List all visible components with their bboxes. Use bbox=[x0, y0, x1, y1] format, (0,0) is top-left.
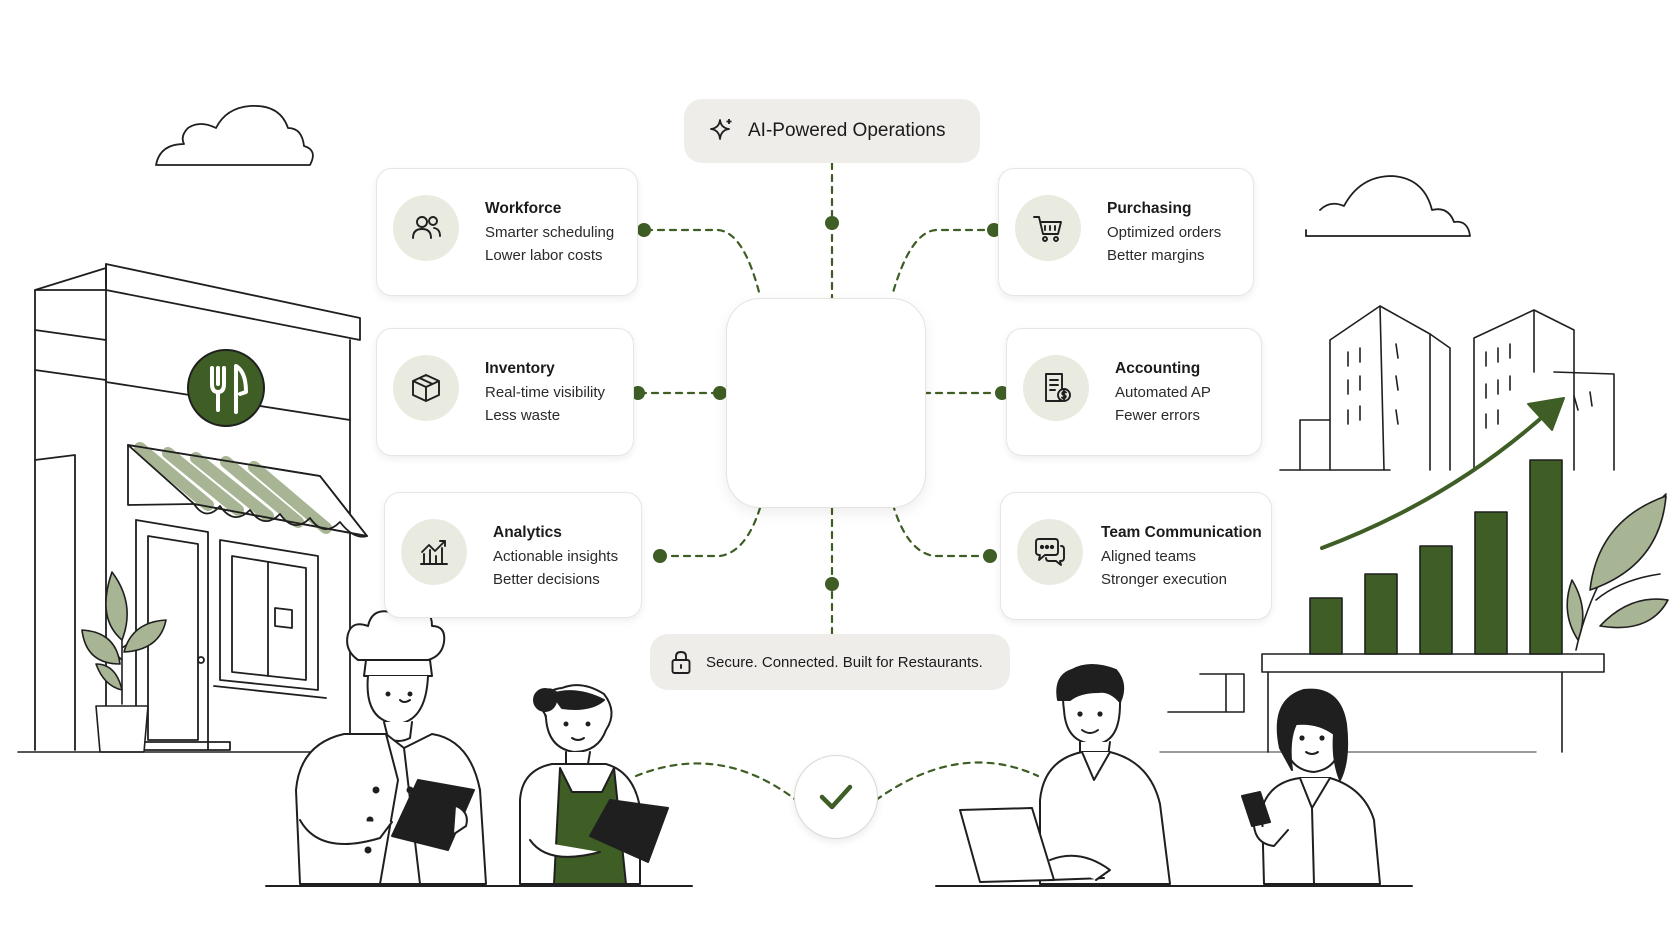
people-icon bbox=[393, 195, 459, 261]
card-line: Lower labor costs bbox=[485, 247, 603, 264]
workforce-card: Workforce Smarter scheduling Lower labor… bbox=[376, 168, 638, 296]
card-line: Automated AP bbox=[1115, 384, 1211, 401]
growth-bar-1 bbox=[1309, 597, 1343, 655]
card-line: Fewer errors bbox=[1115, 407, 1201, 424]
footer-pill: Secure. Connected. Built for Restaurants… bbox=[650, 634, 1010, 690]
potted-plant-left bbox=[81, 571, 167, 753]
sparkle-icon bbox=[708, 117, 736, 145]
laptop-person bbox=[959, 664, 1171, 885]
central-hub bbox=[726, 298, 926, 508]
card-line: Better margins bbox=[1107, 247, 1205, 264]
analytics-card: Analytics Actionable insights Better dec… bbox=[384, 492, 642, 618]
status-check bbox=[794, 755, 878, 839]
invoice-icon bbox=[1023, 355, 1089, 421]
chef-person bbox=[295, 605, 487, 885]
card-title: Analytics bbox=[493, 524, 562, 541]
team-communication-card: Team Communication Aligned teams Stronge… bbox=[1000, 492, 1272, 620]
chat-icon bbox=[1017, 519, 1083, 585]
cloud-left bbox=[155, 105, 314, 166]
card-title: Accounting bbox=[1115, 360, 1201, 377]
cloud-right bbox=[1305, 175, 1471, 237]
growth-bar-4 bbox=[1474, 511, 1508, 655]
card-line: Better decisions bbox=[493, 571, 600, 588]
footer-tagline: Secure. Connected. Built for Restaurants… bbox=[706, 653, 983, 671]
dashed-connectors bbox=[634, 161, 1040, 802]
accounting-card: Accounting Automated AP Fewer errors bbox=[1006, 328, 1262, 456]
header-pill: AI-Powered Operations bbox=[684, 99, 980, 163]
check-icon bbox=[816, 777, 856, 817]
city-buildings bbox=[1279, 305, 1615, 471]
phone-person bbox=[1241, 688, 1381, 885]
card-title: Inventory bbox=[485, 360, 555, 377]
card-title: Purchasing bbox=[1107, 200, 1192, 217]
growth-chart bbox=[1167, 397, 1669, 753]
growth-bar-3 bbox=[1419, 545, 1453, 655]
growth-bar-5 bbox=[1529, 459, 1563, 655]
restaurant-storefront bbox=[34, 263, 368, 751]
card-line: Actionable insights bbox=[493, 548, 619, 565]
lock-icon bbox=[668, 649, 694, 675]
chart-icon bbox=[401, 519, 467, 585]
card-line: Aligned teams bbox=[1101, 548, 1197, 565]
card-line: Optimized orders bbox=[1107, 224, 1222, 241]
growth-bar-2 bbox=[1364, 573, 1398, 655]
cart-icon bbox=[1015, 195, 1081, 261]
connector-dots bbox=[631, 216, 1009, 591]
card-line: Smarter scheduling bbox=[485, 224, 615, 241]
card-line: Stronger execution bbox=[1101, 571, 1227, 588]
card-title: Team Communication bbox=[1101, 524, 1262, 541]
card-line: Real-time visibility bbox=[485, 384, 606, 401]
growth-arrow bbox=[1320, 410, 1550, 550]
header-title: AI-Powered Operations bbox=[748, 120, 946, 141]
card-title: Workforce bbox=[485, 200, 562, 217]
server-person bbox=[519, 684, 669, 885]
box-icon bbox=[393, 355, 459, 421]
inventory-card: Inventory Real-time visibility Less wast… bbox=[376, 328, 634, 456]
card-line: Less waste bbox=[485, 407, 561, 424]
purchasing-card: Purchasing Optimized orders Better margi… bbox=[998, 168, 1254, 296]
